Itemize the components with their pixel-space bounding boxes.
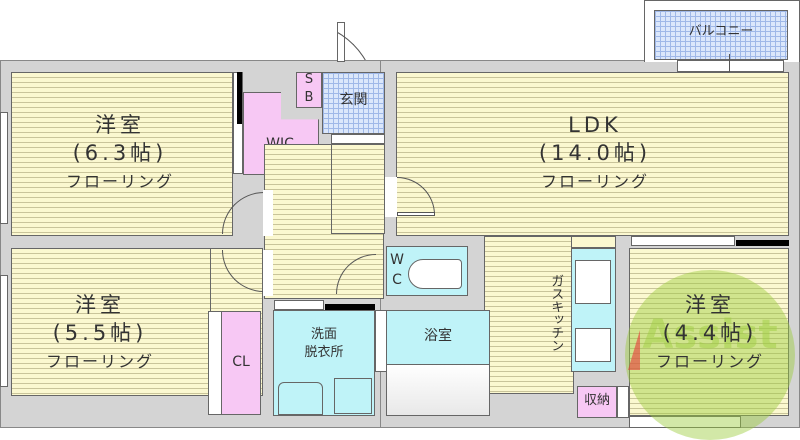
western-room-2-name: 洋室 [75, 293, 125, 317]
room3-window [631, 236, 735, 246]
gas-stove-icon [575, 328, 611, 362]
window-left-1 [0, 112, 8, 224]
wic-door-panel [237, 72, 242, 124]
western-room-3-size: (4.4帖) [662, 321, 758, 345]
washroom-window [274, 300, 324, 310]
entrance [322, 72, 385, 134]
shoe-box-s: S [304, 72, 314, 87]
balcony [654, 10, 788, 60]
watermark-logo [625, 270, 795, 440]
ldk [396, 72, 789, 236]
entrance-step [331, 134, 385, 144]
balcony-label: バルコニー [688, 24, 754, 39]
entrance-label: 玄関 [339, 92, 368, 108]
storage-door[interactable] [617, 386, 629, 418]
western-room-1-size: (6.3帖) [72, 141, 168, 165]
western-room-2-floor: フローリング [45, 352, 154, 371]
western-room-1-floor: フローリング [65, 172, 174, 191]
balcony-window [677, 60, 784, 72]
room3-window-panel [736, 240, 789, 246]
washroom-label-2: 脱衣所 [304, 345, 344, 360]
closet-label: CL [232, 354, 250, 370]
wc-label-c: C [392, 272, 402, 288]
shoe-box [296, 72, 322, 108]
western-room-3-name: 洋室 [685, 293, 735, 317]
western-room-1 [11, 72, 233, 236]
room1-door-opening[interactable] [263, 190, 273, 236]
toilet-icon [408, 259, 462, 289]
western-room-3 [629, 248, 789, 416]
kitchen-label: ガスキッチン [548, 274, 564, 352]
kitchen-sink-icon [575, 260, 611, 304]
washroom-label-1: 洗面 [310, 327, 337, 342]
western-room-1-name: 洋室 [95, 113, 145, 137]
watermark-text: Assist [642, 312, 778, 358]
closet [221, 311, 261, 415]
room2-door-opening[interactable] [263, 250, 273, 296]
hallway-upper [331, 144, 385, 234]
closet-door[interactable] [208, 311, 222, 415]
washing-machine-icon [334, 378, 372, 414]
storage [577, 386, 617, 418]
bathtub-icon [386, 364, 490, 416]
western-room-2-ext [11, 248, 211, 396]
window-left-2 [0, 275, 8, 387]
western-room-2-size: (5.5帖) [52, 321, 148, 345]
kitchen-counter-top [571, 236, 616, 248]
ldk-door-opening[interactable] [385, 177, 397, 217]
wc-label-w: W [390, 252, 404, 268]
watermark-accent [628, 330, 640, 370]
ldk-floor: フローリング [540, 172, 649, 191]
ldk-size: (14.0帖) [538, 141, 652, 165]
ldk-name: LDK [568, 113, 622, 137]
washroom-window-panel [325, 304, 375, 310]
shoe-box-b: B [304, 90, 314, 105]
ldk-lower [484, 236, 574, 394]
storage-label: 収納 [583, 393, 610, 408]
western-room-3-floor: フローリング [655, 352, 764, 371]
ldk-door-leaf [397, 212, 435, 216]
balcony-door-line [729, 54, 730, 80]
sink-icon [278, 382, 323, 415]
bathroom-label: 浴室 [424, 328, 452, 344]
